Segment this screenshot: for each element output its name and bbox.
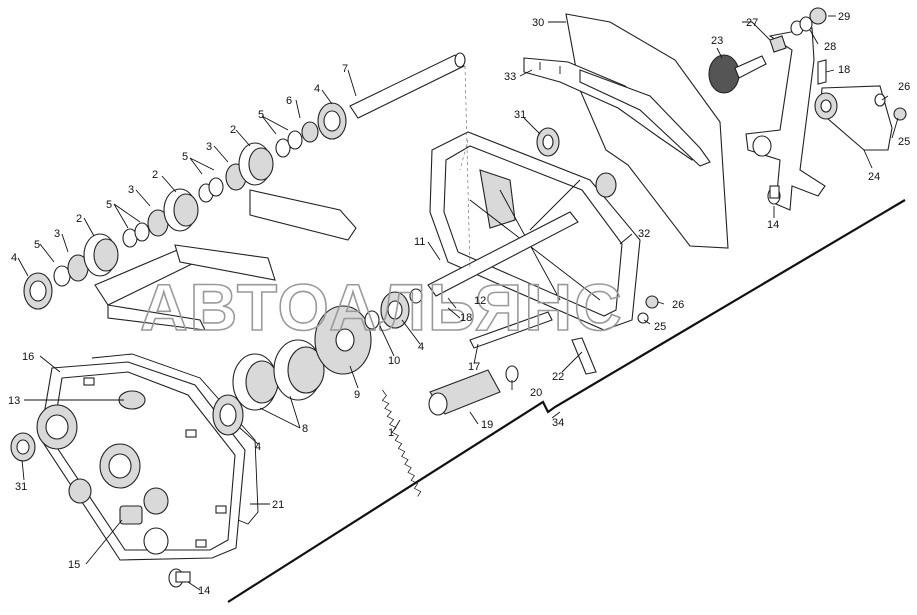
- gearbox-cover: [36, 361, 246, 561]
- callout-11: 11: [414, 236, 425, 248]
- nut-26-mid: [645, 295, 659, 309]
- callout-29: 29: [838, 11, 850, 23]
- callout-26-mid: 26: [672, 299, 684, 311]
- gasket: [91, 353, 259, 525]
- nut-25-right: [893, 107, 907, 121]
- callout-28: 28: [824, 41, 836, 53]
- watermark: АВТОАЛЬЯНС: [140, 270, 624, 344]
- callout-24: 24: [868, 171, 880, 183]
- callout-25-mid: 25: [654, 321, 666, 333]
- bolt-14-bottom: [168, 568, 191, 588]
- callout-10: 10: [388, 355, 400, 367]
- callout-2-top: 2: [230, 124, 236, 136]
- callout-23: 23: [711, 35, 723, 47]
- callout-12: 12: [474, 295, 486, 307]
- callout-17: 17: [468, 361, 480, 373]
- lever-bracket: [745, 27, 893, 211]
- bolt-14-right: [767, 185, 781, 205]
- callout-3-top: 3: [206, 141, 212, 153]
- alignment-line: [459, 65, 471, 271]
- callout-19: 19: [481, 419, 493, 431]
- callout-14-bottom: 14: [198, 585, 210, 597]
- shaft-7: [349, 52, 466, 119]
- callout-26-right: 26: [898, 81, 910, 93]
- bolt-27: [769, 35, 787, 53]
- gear-pack: [212, 291, 410, 436]
- selector-fork: [428, 369, 501, 416]
- callout-20: 20: [530, 387, 542, 399]
- knob-23: [708, 54, 767, 94]
- callout-4-mid: 4: [418, 341, 424, 353]
- callout-15: 15: [68, 559, 80, 571]
- callout-25-right: 25: [898, 136, 910, 148]
- callout-5-upper: 5: [182, 151, 188, 163]
- callout-14-right: 14: [767, 219, 779, 231]
- leader-lines: [17, 15, 899, 591]
- callout-3-upper: 3: [128, 184, 134, 196]
- callout-5-low: 5: [34, 239, 40, 251]
- nut-29: [809, 7, 827, 25]
- callout-4-top: 4: [314, 83, 320, 95]
- callout-30: 30: [532, 17, 544, 29]
- callout-18-right: 18: [838, 64, 850, 76]
- pin-17: [469, 311, 553, 349]
- callout-21: 21: [272, 499, 284, 511]
- callout-7: 7: [342, 63, 348, 75]
- scale-plate: [523, 13, 729, 249]
- callout-5-top: 5: [258, 109, 264, 121]
- callout-31-left: 31: [15, 481, 27, 493]
- callout-4-low: 4: [255, 441, 261, 453]
- callout-8: 8: [302, 423, 308, 435]
- callout-31-top: 31: [514, 109, 526, 121]
- assembly-boundary-line: [227, 199, 906, 603]
- callout-5-mid: 5: [106, 199, 112, 211]
- callout-2-upper: 2: [152, 169, 158, 181]
- callout-34: 34: [552, 417, 564, 429]
- callout-4-left: 4: [11, 252, 17, 264]
- washer-26-right: [874, 93, 886, 107]
- callout-1: 1: [388, 427, 394, 439]
- ring-20: [505, 365, 519, 383]
- bearing-stack: [23, 102, 357, 331]
- pin-18: [817, 59, 827, 85]
- callout-27: 27: [746, 17, 758, 29]
- callout-9: 9: [354, 389, 360, 401]
- callout-6: 6: [286, 95, 292, 107]
- pin-22: [571, 337, 597, 375]
- callout-18-mid: 18: [460, 312, 472, 324]
- washer-28b: [799, 16, 813, 32]
- callout-2-mid: 2: [76, 213, 82, 225]
- callout-labels: 30 27 29 28 23 18 33 31 26 25 24 14 7 6 …: [8, 11, 910, 597]
- callout-33: 33: [504, 71, 516, 83]
- callout-22: 22: [552, 371, 564, 383]
- spring: [381, 389, 422, 497]
- callout-32: 32: [638, 228, 650, 240]
- callout-16: 16: [22, 351, 34, 363]
- callout-13: 13: [8, 395, 20, 407]
- callout-3-mid: 3: [54, 228, 60, 240]
- shaft-11: [427, 211, 579, 297]
